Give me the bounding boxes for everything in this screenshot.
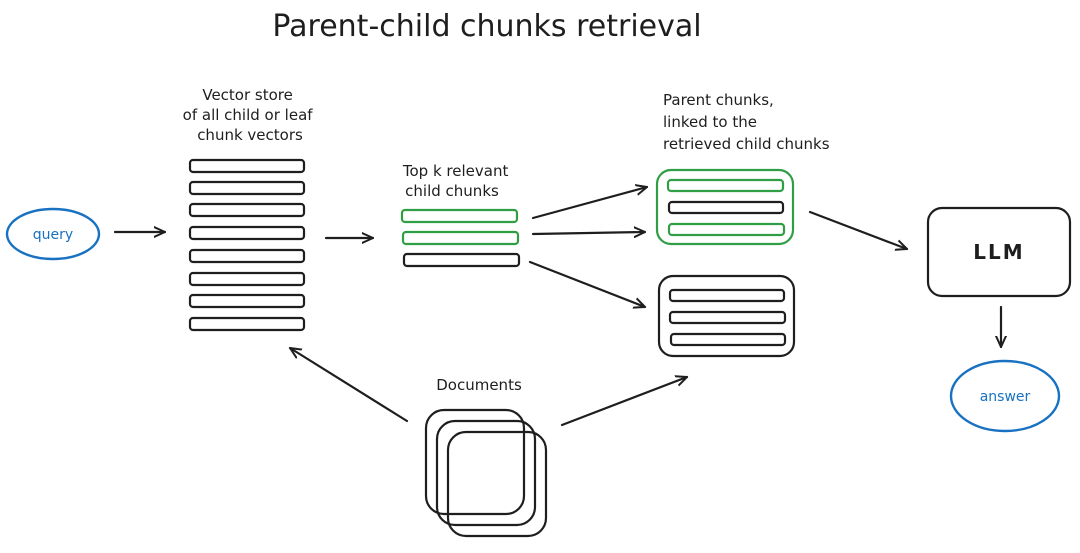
arrow-documents-to-vector-store <box>288 346 409 423</box>
llm-label: LLM <box>973 240 1024 264</box>
relevant-chunk-bar <box>666 178 785 193</box>
parent-chunk-frame <box>655 168 795 246</box>
child-chunk-bar <box>402 252 521 268</box>
answer-ellipse <box>949 359 1061 433</box>
top-k-label-line-1: Top k relevant <box>402 162 509 180</box>
documents-stack <box>424 408 548 538</box>
query-label: query <box>33 227 73 243</box>
vector-chunk-bar <box>188 202 306 218</box>
parent-chunks-label-line-1: Parent chunks, <box>663 91 774 109</box>
parent-chunks-label-line-3: retrieved child chunks <box>663 135 830 153</box>
relevant-chunk-bar <box>401 230 520 246</box>
arrow-top-k-to-parent-1 <box>531 187 649 220</box>
documents-label: Documents <box>436 376 522 394</box>
answer-node: answer <box>949 359 1061 433</box>
query-node: query <box>5 207 101 261</box>
vector-chunk-bar <box>188 158 306 174</box>
arrow-top-k-to-parent-1b <box>531 232 647 234</box>
vector-store-label-line-2: of all child or leaf <box>183 106 314 124</box>
parent-chunk-green <box>655 168 795 246</box>
child-chunk-bar <box>667 200 785 215</box>
vector-chunk-bar <box>188 271 306 287</box>
parent-chunk-dark <box>657 274 796 358</box>
arrow-documents-to-parent-chunks <box>560 377 689 427</box>
parent-chunks-label: Parent chunks, linked to the retrieved c… <box>663 91 830 153</box>
relevant-chunk-bar <box>400 208 519 224</box>
vector-chunk-bar <box>188 293 306 309</box>
vector-chunk-bar <box>188 248 306 264</box>
child-chunk-bar <box>668 310 787 325</box>
document-page <box>424 408 526 516</box>
vector-store-label-line-1: Vector store <box>202 86 293 104</box>
document-page <box>446 430 548 538</box>
relevant-chunk-bar <box>667 222 786 237</box>
diagram-title: Parent-child chunks retrieval <box>272 9 701 44</box>
arrow-top-k-to-parent-2 <box>528 260 647 307</box>
vector-chunk-bar <box>188 225 306 241</box>
top-k-label: Top k relevant child chunks <box>402 162 513 200</box>
vector-store-stack <box>188 158 306 332</box>
vector-chunk-bar <box>188 180 306 196</box>
parent-chunks-label-line-2: linked to the <box>663 113 757 131</box>
answer-label: answer <box>980 389 1031 405</box>
vector-chunk-bar <box>188 316 306 332</box>
child-chunk-bar <box>668 288 786 303</box>
child-chunk-bar <box>669 332 787 347</box>
top-k-label-line-2: child chunks <box>405 182 499 200</box>
vector-store-label-line-3: chunk vectors <box>197 126 303 144</box>
vector-store-label: Vector store of all child or leaf chunk … <box>183 86 318 144</box>
arrow-parent-to-llm <box>808 210 909 249</box>
llm-node: LLM <box>926 206 1072 298</box>
top-k-chunks <box>400 208 521 268</box>
document-page <box>435 419 537 527</box>
llm-box <box>926 206 1072 298</box>
parent-chunk-frame <box>657 274 796 358</box>
query-ellipse <box>5 207 101 261</box>
